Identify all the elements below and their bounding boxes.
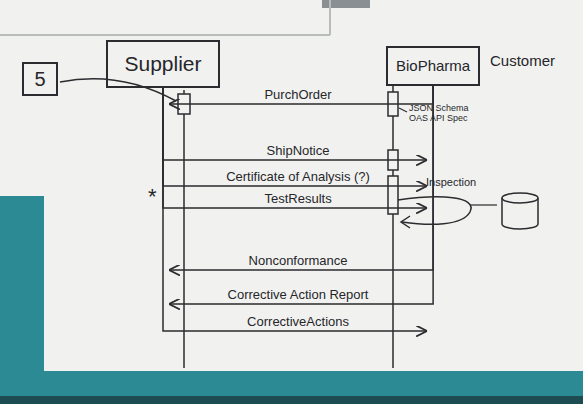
message-label: TestResults xyxy=(264,192,331,207)
callout-box: 5 xyxy=(22,62,58,96)
inset-edge xyxy=(0,34,330,36)
message-arrow xyxy=(169,86,433,104)
message-arrow xyxy=(163,88,427,331)
dark-band xyxy=(0,396,583,404)
store-line xyxy=(470,204,497,205)
callout-leader xyxy=(60,79,176,101)
message-label: CorrectiveActions xyxy=(247,315,349,330)
note-text: JSON Schema OAS API Spec xyxy=(409,103,475,124)
lifeline-head: Supplier xyxy=(106,40,220,88)
message-arrow xyxy=(169,86,433,304)
message-arrow xyxy=(163,88,427,160)
step-label: Inspection xyxy=(426,176,476,189)
teal-band xyxy=(0,371,583,404)
node-text: BioPharma xyxy=(396,57,470,74)
lifeline-head: BioPharma xyxy=(386,46,480,86)
node-text: Supplier xyxy=(124,52,201,76)
message-arrow xyxy=(163,88,427,208)
supplier-lifeline xyxy=(183,90,185,368)
message-label: Certificate of Analysis (?) xyxy=(226,170,370,185)
note-leader xyxy=(399,108,407,112)
loop-arrowhead xyxy=(401,216,410,228)
inspection-loop xyxy=(398,197,471,224)
message-label: Corrective Action Report xyxy=(228,288,369,303)
biopharma-lifeline xyxy=(392,86,394,368)
marker-star: * xyxy=(148,184,157,209)
actor-name: Customer xyxy=(490,52,555,69)
message-label: Nonconformance xyxy=(249,254,348,269)
message-arrow xyxy=(163,88,427,186)
message-label: PurchOrder xyxy=(264,88,331,103)
database-symbol xyxy=(502,193,538,203)
inset-edge xyxy=(329,0,331,35)
message-label: ShipNotice xyxy=(267,144,330,159)
node-text: 5 xyxy=(34,68,45,91)
message-arrow xyxy=(169,86,433,270)
